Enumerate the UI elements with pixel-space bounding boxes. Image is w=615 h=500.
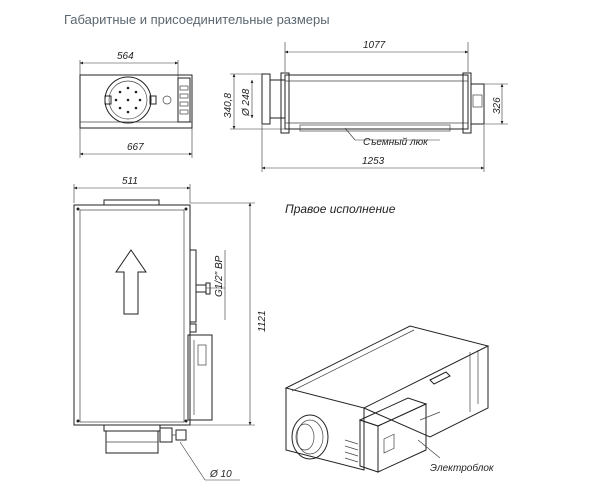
dim-side-length-top: 1077 xyxy=(363,40,386,51)
front-view xyxy=(79,60,193,158)
variant-label: Правое исполнение xyxy=(285,202,396,216)
dim-top-width: 511 xyxy=(122,176,138,187)
electro-box-label: Электроблок xyxy=(430,462,495,474)
dim-side-diameter: Ø 248 xyxy=(241,88,252,117)
dim-front-width-top: 564 xyxy=(117,51,134,62)
dim-side-length-bottom: 1253 xyxy=(362,156,385,167)
dim-side-height-left: 340,8 xyxy=(223,93,234,118)
side-view xyxy=(230,42,508,172)
thread-label: G1/2" ВР xyxy=(214,255,225,297)
dim-top-length: 1121 xyxy=(257,310,268,332)
hole-diameter-label: Ø 10 xyxy=(209,469,232,480)
airflow-arrow-icon xyxy=(115,249,147,315)
page-title: Габаритные и присоединительные размеры xyxy=(64,12,330,27)
dim-front-width-bottom: 667 xyxy=(127,142,144,153)
hatch-label: Съемный люк xyxy=(363,137,429,148)
dim-side-height-right: 326 xyxy=(492,97,503,114)
top-view xyxy=(73,184,255,481)
isometric-view xyxy=(284,325,490,473)
